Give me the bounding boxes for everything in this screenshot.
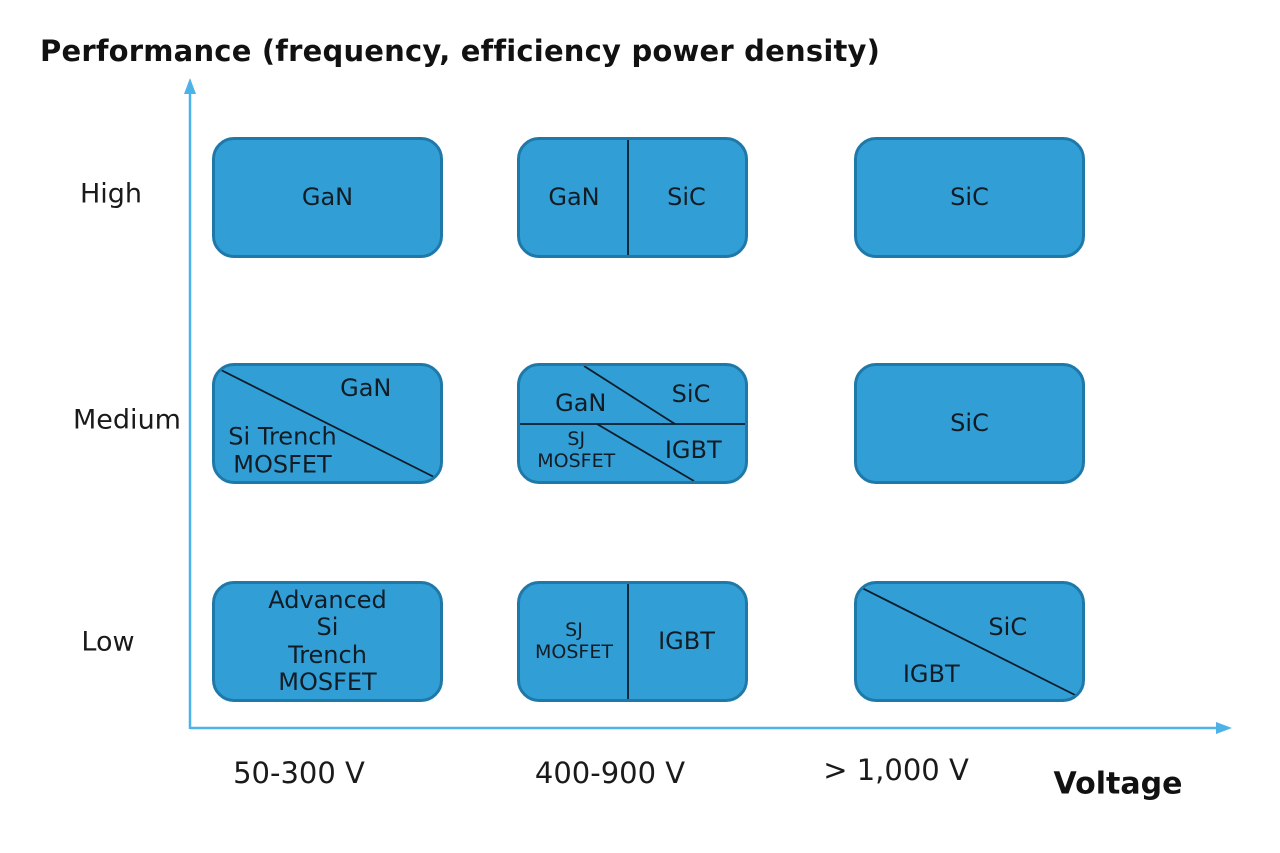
label-sic: SiC [950, 408, 989, 437]
x-axis-arrow-icon [1216, 722, 1232, 734]
label-gan: GaN [548, 182, 600, 211]
label-gan: GaN [555, 389, 607, 418]
label-igbt: IGBT [664, 436, 722, 465]
label-igbt: IGBT [658, 626, 715, 655]
y-tick-high: High [79, 178, 143, 210]
cell-high-400-900v: GaN SiC [517, 137, 748, 258]
x-tick-50-300v: 50-300 V [233, 756, 365, 790]
label-igbt: IGBT [902, 660, 960, 689]
label-advanced-si-trench-mosfet: Advanced Si Trench MOSFET [268, 585, 387, 697]
x-tick-gt-1000v: > 1,000 V [823, 753, 969, 787]
cell-medium-gt-1000v: SiC [854, 363, 1085, 484]
cell-divider-lines [216, 367, 439, 480]
cell-medium-400-900v: GaN SiC SJ MOSFET IGBT [517, 363, 748, 484]
cell-right-region: IGBT [628, 584, 745, 699]
label-sic: SiC [950, 182, 989, 211]
cell-low-50-300v: Advanced Si Trench MOSFET [212, 581, 443, 702]
page-title: Performance (frequency, efficiency power… [40, 34, 881, 68]
cell-low-gt-1000v: SiC IGBT [854, 581, 1085, 702]
cell-divider-lines [859, 586, 1080, 698]
cell-right-region: SiC [628, 140, 745, 255]
label-gan: GaN [301, 182, 354, 211]
label-sic: SiC [988, 612, 1028, 641]
cell-left-region: GaN [520, 140, 628, 255]
y-tick-low: Low [81, 626, 135, 658]
label-sj-mosfet: SJ MOSFET [535, 618, 613, 663]
label-sic: SiC [671, 379, 711, 408]
label-gan: GaN [340, 374, 392, 403]
cell-divider-lines [520, 366, 745, 481]
x-axis-title: Voltage [1053, 766, 1183, 802]
cell-divider-lines [627, 140, 629, 255]
y-tick-medium: Medium [73, 404, 181, 436]
y-axis-arrow-icon [184, 78, 196, 94]
label-sic: SiC [667, 182, 706, 211]
label-sj-mosfet: SJ MOSFET [537, 428, 616, 473]
cell-high-50-300v: GaN [212, 137, 443, 258]
label-si-trench-mosfet: Si Trench MOSFET [228, 422, 337, 479]
cell-low-400-900v: SJ MOSFET IGBT [517, 581, 748, 702]
cell-divider-lines [627, 584, 629, 699]
x-tick-400-900v: 400-900 V [534, 756, 686, 790]
cell-medium-50-300v: GaN Si Trench MOSFET [212, 363, 443, 484]
cell-high-gt-1000v: SiC [854, 137, 1085, 258]
cell-left-region: SJ MOSFET [520, 584, 628, 699]
